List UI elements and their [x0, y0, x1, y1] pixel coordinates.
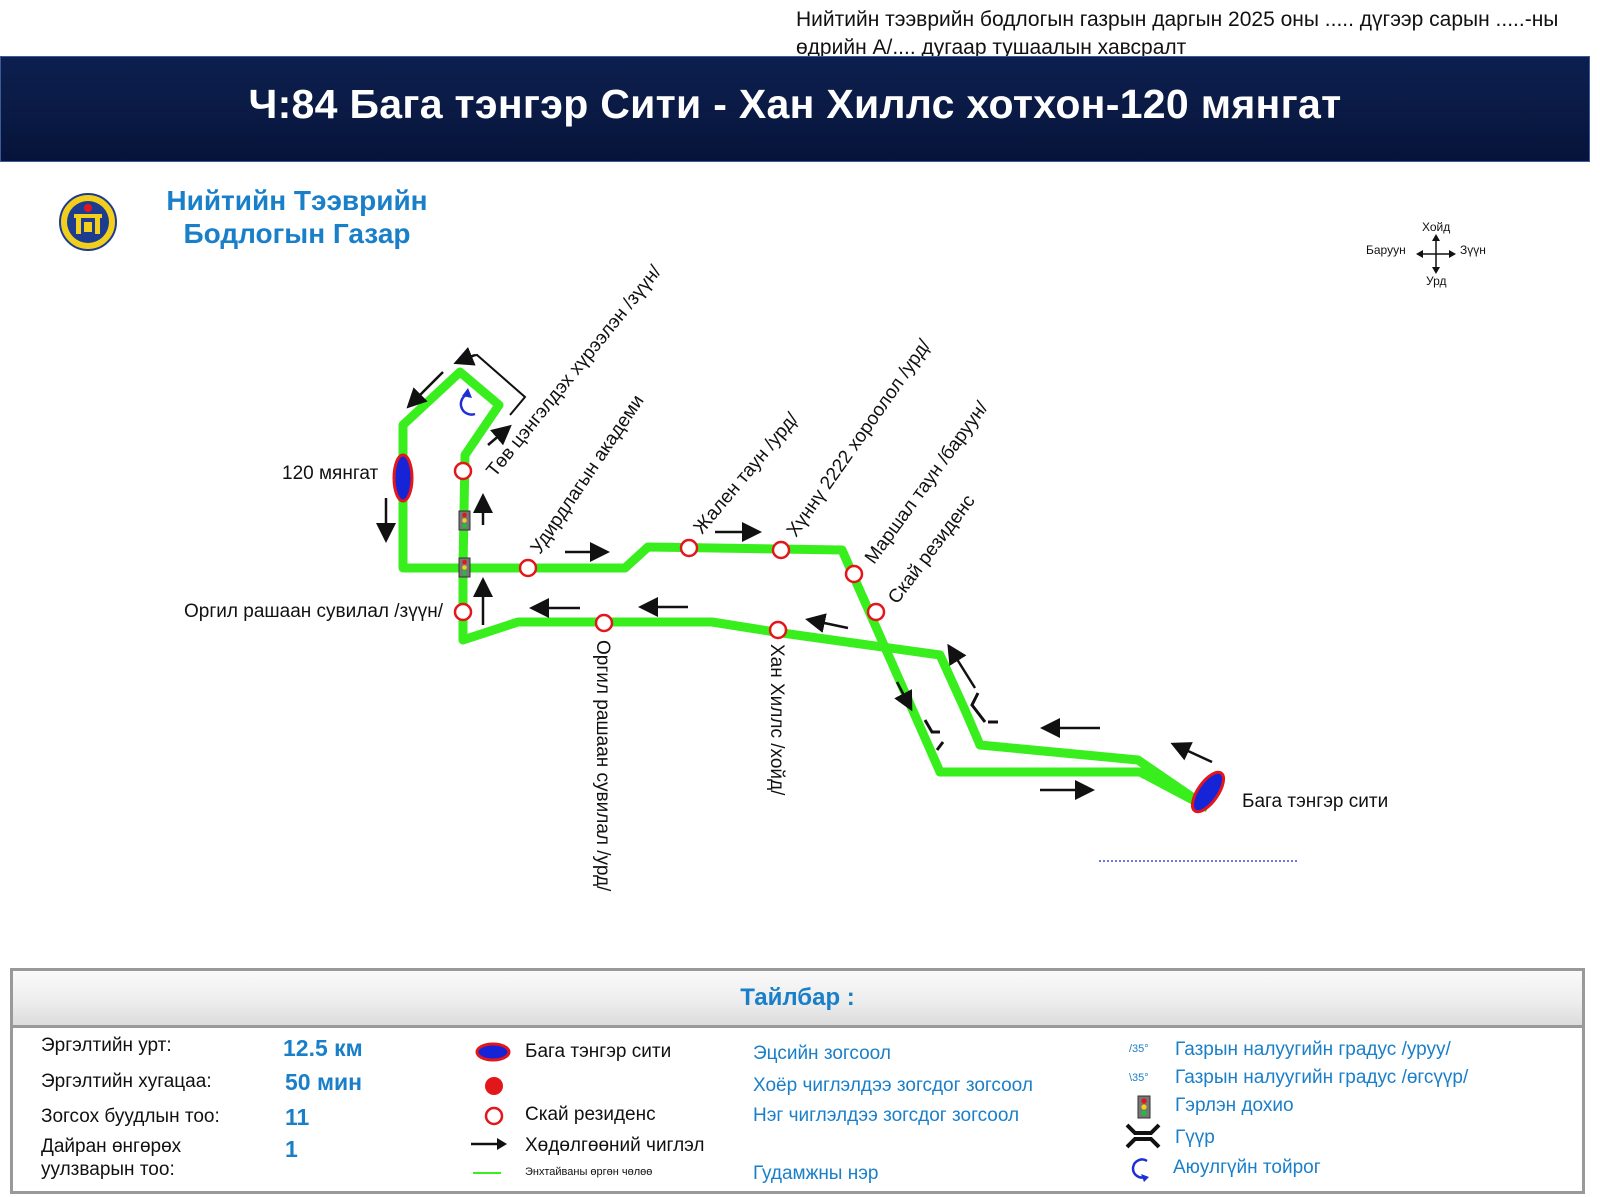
legend-title: Тайлбар :	[13, 971, 1582, 1028]
stop-han-hills	[768, 620, 788, 640]
direction-arrow	[1170, 742, 1213, 764]
stat-duration-label: Эргэлтийн хугацаа:	[41, 1071, 212, 1092]
legend-direction: Хөдөлгөөний чиглэл	[525, 1135, 705, 1156]
terminal-symbol-icon	[475, 1042, 511, 1062]
legend-slope-up: Газрын налуугийн градус /өгсүүр/	[1175, 1067, 1469, 1088]
legend-meaning-street: Гудамжны нэр	[753, 1163, 879, 1184]
stop-jalen	[679, 538, 699, 558]
bus-stops	[453, 461, 886, 640]
stat-length-value: 12.5 км	[283, 1035, 363, 1061]
legend-meaning-two-way: Хоёр чиглэлдээ зогсдог зогсоол	[753, 1075, 1033, 1096]
lane-symbol-icon	[473, 1172, 501, 1174]
route-line	[458, 568, 1211, 812]
direction-arrow	[894, 681, 913, 712]
bridge-icon	[923, 719, 945, 751]
compass-west: Баруун	[1366, 243, 1406, 257]
legend-meaning-terminal: Эцсийн зогсоол	[753, 1043, 891, 1064]
agency-name-line2: Бодлогын Газар	[183, 218, 411, 249]
compass-north: Хойд	[1422, 220, 1451, 234]
stat-stops-value: 11	[285, 1104, 310, 1130]
stop-orgil-south-label: Оргил рашаан сувилал /урд/	[592, 640, 613, 892]
stat-intersections-value: 1	[285, 1136, 298, 1162]
route-line	[398, 367, 504, 573]
compass-east: Зүүн	[1460, 243, 1486, 257]
direction-arrow	[487, 424, 512, 446]
direction-arrow	[805, 613, 849, 633]
terminal-east-label: Бага тэнгэр сити	[1242, 791, 1388, 812]
legend-meaning-one-way: Нэг чиглэлдээ зогсдог зогсоол	[753, 1105, 1020, 1126]
agency-logo-icon	[59, 193, 117, 251]
stop-jalen-label: Жален таун /урд/	[690, 409, 804, 539]
stop-orgil-east-label: Оргил рашаан сувилал /зүүн/	[184, 601, 444, 622]
direction-arrow	[406, 371, 444, 409]
stop-tov	[453, 461, 473, 481]
one-way-stop-symbol-icon	[484, 1106, 504, 1126]
legend-bridge: Гүүр	[1175, 1127, 1215, 1148]
route-map: 120 мянгат Бага тэнгэр сити Оргил рашаан…	[184, 261, 1388, 892]
stat-intersections-label-1: Дайран өнгөрөх	[41, 1136, 182, 1157]
legend-traffic-light: Гэрлэн дохио	[1175, 1095, 1294, 1116]
title-bar: Ч:84 Бага тэнгэр Сити - Хан Хиллс хотхон…	[0, 56, 1590, 162]
roundabout-symbol-icon	[1131, 1158, 1149, 1182]
traffic-light-symbol-icon	[1137, 1095, 1151, 1119]
terminal-west-label: 120 мянгат	[282, 463, 378, 484]
agency-name-line1: Нийтийн Тээврийн	[166, 185, 428, 216]
legend-panel: Тайлбар : Эргэлтийн урт: 12.5 км Эргэлти…	[10, 968, 1585, 1194]
slope-down-symbol: /35°	[1129, 1043, 1149, 1055]
compass-rose: Хойд Баруун Зүүн Урд	[1366, 220, 1520, 296]
bridge-icon	[970, 692, 998, 724]
stop-skai	[866, 602, 886, 622]
compass-arrows-icon	[1416, 234, 1456, 274]
compass-south: Урд	[1426, 274, 1447, 288]
terminal-east	[1190, 770, 1226, 814]
stop-orgil-south	[594, 613, 614, 633]
traffic-light-icon	[458, 557, 471, 578]
legend-slope-down: Газрын налуугийн градус /уруу/	[1175, 1039, 1451, 1060]
two-way-stop-symbol-icon	[485, 1077, 503, 1095]
stop-orgil-east	[453, 602, 473, 622]
legend-skai-name: Скай резиденс	[525, 1104, 656, 1125]
stat-length-label: Эргэлтийн урт:	[41, 1035, 172, 1056]
stop-udirdlaga	[518, 558, 538, 578]
stop-marshal	[844, 564, 864, 584]
traffic-light-icon	[458, 510, 471, 531]
bridge-symbol-icon	[1125, 1123, 1161, 1149]
stop-han-hills-label: Хан Хиллс /хойд/	[766, 644, 787, 796]
terminal-west	[392, 453, 414, 503]
direction-arrow	[947, 643, 977, 689]
route-line	[463, 542, 1211, 812]
stop-tov-label: Төв цэнгэлдэх хүрээлэн /зүүн/	[483, 261, 667, 481]
legend-roundabout: Аюулгүйн тойрог	[1173, 1157, 1321, 1178]
direction-symbol-icon	[471, 1138, 507, 1150]
legend-terminal-name: Бага тэнгэр сити	[525, 1041, 672, 1062]
legend-lane: Энхтайваны өргөн чөлөө	[525, 1166, 653, 1178]
route-title: Ч:84 Бага тэнгэр Сити - Хан Хиллс хотхон…	[248, 81, 1342, 127]
direction-arrows	[376, 371, 1213, 800]
document-annex-note: Нийтийн тээврийн бодлогын газрын даргын …	[796, 8, 1559, 59]
stop-hunnu	[771, 540, 791, 560]
stat-stops-label: Зогсох буудлын тоо:	[41, 1106, 220, 1127]
stat-duration-value: 50 мин	[285, 1069, 363, 1095]
agency-name: Нийтийн Тээврийн Бодлогын Газар	[152, 184, 442, 250]
stat-intersections-label-2: уулзварын тоо:	[41, 1159, 175, 1180]
slope-up-symbol: \35°	[1129, 1072, 1149, 1084]
